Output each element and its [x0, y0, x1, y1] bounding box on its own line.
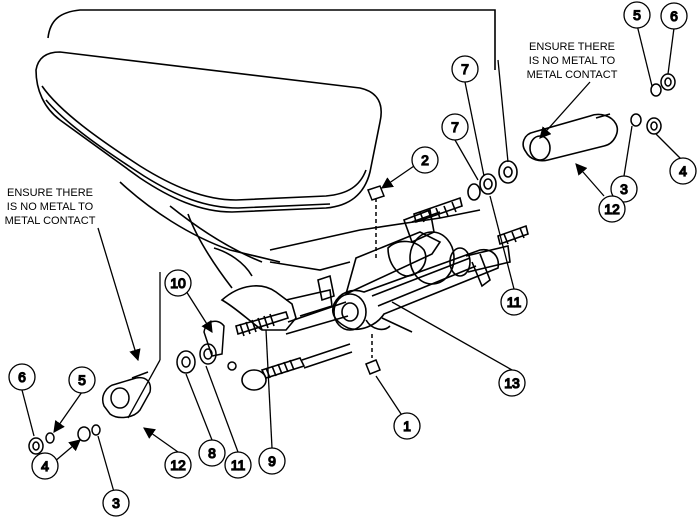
callout-7-upper: 7 [451, 55, 479, 83]
leader-left-diag [127, 359, 161, 419]
left-tie-rod [235, 301, 353, 391]
callout-5-left-label: 5 [78, 372, 86, 388]
note-left-line-2: IS NO METAL TO [7, 201, 94, 213]
callout-4-right-label: 4 [679, 163, 687, 179]
leader-7-b [497, 59, 509, 163]
leader-3-left [97, 435, 115, 493]
callout-10-label: 10 [170, 275, 186, 291]
steering-cylinder [332, 208, 511, 333]
callout-12-left: 12 [164, 451, 192, 479]
callout-7-upper-label: 7 [461, 61, 469, 77]
callout-12-left-label: 12 [170, 457, 186, 473]
leader-7-upper [464, 81, 485, 177]
callout-11-left-label: 11 [231, 457, 246, 473]
leader-12-right [575, 163, 605, 197]
callout-13: 13 [498, 369, 526, 397]
leader-13 [391, 301, 513, 371]
callout-12-right-label: 12 [604, 201, 620, 217]
leader-5-left [53, 391, 83, 433]
callout-6-left-label: 6 [18, 369, 26, 385]
note-left-line-3: METAL CONTACT [5, 215, 96, 227]
leader-11-left [205, 365, 239, 453]
callout-3-left-label: 3 [112, 495, 120, 511]
callout-6-right: 6 [660, 2, 688, 30]
callout-9-label: 9 [268, 453, 276, 469]
note-right-line-3: METAL CONTACT [527, 69, 618, 81]
callout-5-left: 5 [68, 366, 96, 394]
note-right-line-1: ENSURE THERE [529, 41, 615, 53]
leader-8 [185, 373, 213, 441]
right-tie-rod [413, 196, 529, 246]
leader-4-left [53, 439, 81, 463]
callout-2-label: 2 [421, 152, 429, 168]
leader-11-right [489, 195, 515, 290]
callout-1: 1 [393, 412, 421, 440]
callout-3-right-label: 3 [620, 181, 628, 197]
callout-2: 2 [411, 146, 439, 174]
callout-12-right: 12 [598, 195, 626, 223]
leader-9 [265, 329, 273, 449]
leader-2 [381, 165, 415, 189]
callout-11-right-label: 11 [507, 294, 522, 310]
callout-6-right-label: 6 [670, 8, 678, 24]
callout-4-left-label: 4 [41, 458, 49, 474]
note-left-line-1: ENSURE THERE [7, 187, 93, 199]
callout-13-label: 13 [504, 375, 520, 391]
callouts: 1 2 3 3 4 4 5 5 6 6 7 7 8 9 10 11 11 12 … [8, 1, 697, 517]
callout-11-left: 11 [224, 451, 252, 479]
callout-8: 8 [198, 439, 226, 467]
motor-cowling [35, 9, 496, 331]
callout-3-right: 3 [610, 175, 638, 203]
callout-10: 10 [164, 269, 192, 297]
leader-3-right [623, 125, 633, 177]
leader-6-left [21, 389, 35, 437]
note-right-line-2: IS NO METAL TO [529, 55, 616, 67]
leader-12-left [143, 427, 179, 453]
callout-8-label: 8 [208, 445, 216, 461]
callout-5-right: 5 [623, 1, 651, 29]
callout-9: 9 [258, 447, 286, 475]
leader-6-right [667, 27, 675, 75]
leader-right-note [539, 81, 591, 139]
note-right: ENSURE THERE IS NO METAL TO METAL CONTAC… [527, 41, 618, 81]
callout-7-lower: 7 [441, 113, 469, 141]
leader-left-note [97, 227, 141, 362]
callout-7-lower-label: 7 [451, 119, 459, 135]
leader-lines [21, 24, 683, 493]
right-hardware [630, 73, 676, 135]
callout-5-right-label: 5 [633, 7, 641, 23]
leader-5-right [636, 24, 653, 87]
leader-10 [185, 290, 213, 333]
bolt-and-nut [365, 185, 385, 375]
leader-4-right [655, 133, 683, 161]
callout-4-left: 4 [31, 452, 59, 480]
leader-7-lower [454, 139, 479, 181]
callout-11-right: 11 [500, 288, 528, 316]
note-left: ENSURE THERE IS NO METAL TO METAL CONTAC… [5, 187, 96, 227]
callout-3-left: 3 [102, 489, 130, 517]
callout-4-right: 4 [669, 157, 697, 185]
callout-1-label: 1 [403, 418, 411, 434]
right-link-arm [467, 113, 619, 201]
callout-6-left: 6 [8, 363, 36, 391]
